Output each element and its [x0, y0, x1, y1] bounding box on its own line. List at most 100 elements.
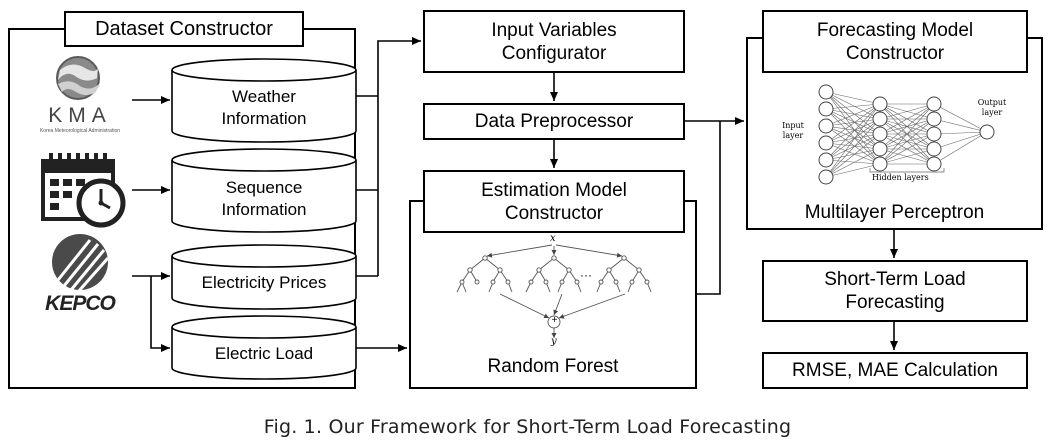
mlp-input-layer-label: Input layer	[782, 121, 804, 140]
weather-cylinder	[171, 58, 357, 143]
mlp-connection	[825, 142, 881, 150]
kepco-logo	[52, 234, 110, 293]
mlp-connection	[825, 163, 881, 178]
mlp-connection	[825, 108, 881, 120]
mlp-connection	[933, 131, 988, 150]
weather-line1: Weather	[232, 87, 296, 106]
forecasting-model-title: Forecasting Model Constructor	[762, 10, 1028, 73]
rf-plus: +	[551, 315, 558, 326]
mlp-connection	[825, 118, 881, 127]
dataset-constructor-title: Dataset Constructor	[64, 11, 304, 47]
kma-logo	[56, 56, 100, 100]
stlf-line1: Short-Term Load	[824, 269, 966, 290]
mlp-connection	[825, 118, 881, 161]
estimation-model-title: Estimation Model Constructor	[423, 170, 685, 233]
rf-x-label: x	[550, 233, 556, 244]
mlp-neuron-layer-1	[872, 96, 888, 112]
mlp-connection	[933, 131, 988, 135]
electricity-prices-label: Electricity Prices	[201, 273, 327, 292]
mlp-neuron-layer-1	[872, 156, 888, 172]
mlp-connection	[825, 91, 881, 165]
weather-information-label: Weather Information	[172, 84, 356, 132]
mlp-neuron-layer-2	[926, 111, 942, 127]
mlp-connection	[825, 103, 881, 144]
mlp-connection	[879, 148, 935, 165]
mlp-connection	[825, 108, 881, 135]
mlp-connection	[825, 125, 881, 165]
mlp-neuron-layer-0	[818, 118, 834, 134]
tree-1	[456, 257, 513, 293]
kma-logo-text: KMA	[48, 104, 112, 127]
data-preprocessor-box: Data Preprocessor	[423, 103, 685, 140]
mlp-connection	[825, 91, 881, 150]
mlp-connection	[825, 103, 881, 161]
figure-caption: Fig. 1. Our Framework for Short-Term Loa…	[263, 416, 792, 438]
mlp-connection	[825, 103, 881, 178]
short-term-load-forecasting-box: Short-Term Load Forecasting	[762, 260, 1028, 322]
stlf-line2: Forecasting	[845, 292, 945, 313]
mlp-connection	[933, 118, 988, 133]
mlp-neuron-layer-0	[818, 84, 834, 100]
mlp-connection	[825, 91, 881, 135]
weather-line2: Information	[221, 109, 307, 128]
mlp-neuron-layer-3	[979, 124, 995, 140]
mlp-connection	[825, 148, 881, 161]
mlp-neuron-layer-2	[926, 96, 942, 112]
multilayer-perceptron-label: Multilayer Perceptron	[804, 202, 985, 223]
calendar-clock-icon	[41, 153, 126, 228]
mlp-connection	[879, 103, 935, 120]
mlp-connection	[933, 131, 988, 165]
mlp-connection	[825, 125, 881, 150]
mlp-connection	[825, 91, 881, 105]
kepco-to-load-arrow	[150, 276, 170, 352]
sequence-line1: Sequence	[225, 178, 303, 197]
mlp-neuron-layer-1	[872, 111, 888, 127]
mlp-hidden-layers-label: Hidden layers	[872, 173, 929, 182]
mlp-output-layer-label: Output layer	[977, 98, 1007, 117]
estimation-line2: Constructor	[504, 202, 604, 224]
mlp-connection	[933, 103, 988, 133]
mlp-connection	[825, 108, 881, 165]
input-variables-configurator-box: Input Variables Configurator	[423, 10, 685, 73]
mlp-neuron-layer-0	[818, 152, 834, 168]
mlp-connection	[825, 125, 881, 135]
mlp-hidden-bracket	[869, 168, 945, 173]
mlp-neuron-layer-0	[818, 101, 834, 117]
estimation-line1: Estimation Model	[481, 179, 627, 201]
input-config-line1: Input Variables	[491, 19, 617, 41]
prices-cylinder	[171, 244, 357, 310]
kma-subtitle: Korea Meteorological Administration	[39, 128, 121, 134]
mlp-connection	[825, 118, 881, 144]
load-cylinder	[171, 315, 357, 380]
random-forest-nodes	[459, 255, 650, 285]
sequence-cylinder	[171, 148, 357, 233]
mlp-connection	[825, 103, 881, 110]
sequence-line2: Information	[221, 200, 307, 219]
mlp-connection	[879, 133, 935, 165]
tree-3	[596, 257, 652, 293]
mlp-connection	[825, 118, 881, 178]
mlp-neuron-layer-2	[926, 156, 942, 172]
rf-dots: ···	[580, 268, 592, 282]
mlp-connection	[825, 133, 881, 144]
mlp-neuron-layer-2	[926, 126, 942, 142]
random-forest-label: Random Forest	[487, 356, 619, 377]
sequence-information-label: Sequence Information	[172, 175, 356, 223]
mlp-neuron-layer-1	[872, 141, 888, 157]
mlp-connection	[825, 133, 881, 161]
rmse-mae-calculation-box: RMSE, MAE Calculation	[762, 352, 1028, 389]
kepco-logo-text: KEPCO	[45, 292, 116, 315]
mlp-connection	[825, 133, 881, 178]
mlp-neuron-layer-0	[818, 169, 834, 185]
tree-2	[525, 257, 582, 293]
mlp-connection	[825, 108, 881, 150]
mlp-neuron-layer-2	[926, 141, 942, 157]
mlp-connection	[825, 103, 881, 127]
mlp-connection	[825, 91, 881, 120]
mlp-graphic	[818, 84, 995, 185]
forecasting-line1: Forecasting Model	[816, 19, 974, 41]
mlp-connection	[879, 103, 935, 150]
mlp-connection	[879, 103, 935, 165]
bus-to-config-arrow	[377, 37, 421, 276]
